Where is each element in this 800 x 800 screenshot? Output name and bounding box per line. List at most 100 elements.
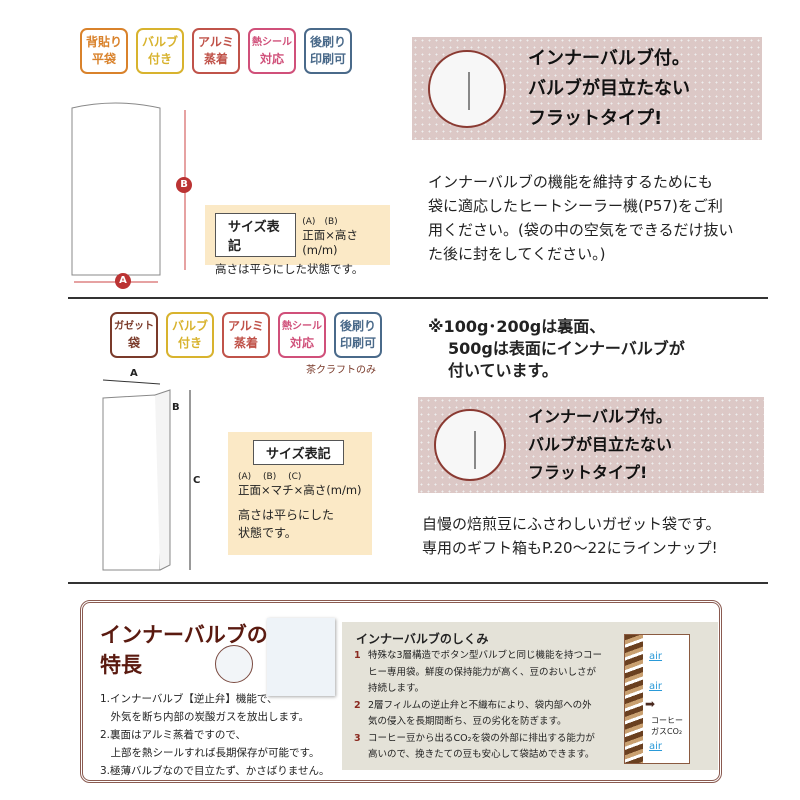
feature-item: 2.裏面はアルミ蒸着ですので、 <box>100 729 246 741</box>
banner-line: バルブが目立たない <box>528 435 673 454</box>
badge-line: 後刷り <box>309 35 346 49</box>
point-text: 気の侵入を長期間断ち、豆の劣化を防ぎます。 <box>368 716 567 727</box>
gas-label: ガスCO₂ <box>651 727 683 736</box>
divider <box>68 297 768 299</box>
badge-line: バルブ <box>141 35 178 49</box>
size-tag: サイズ表記 <box>253 440 344 465</box>
mechanism-point: 1 特殊な3層構造でボタン型バルブと同じ機能を持つコーヒー専用袋。鮮度の保持能力が… <box>354 648 614 698</box>
badge-line: 平袋 <box>91 52 116 66</box>
point-text: 高いので、挽きたての豆も安心して袋詰めできます。 <box>368 749 595 760</box>
badge-line: 後刷り <box>339 319 376 333</box>
feature-badges: ガゼット袋バルブ付きアルミ蒸着熱シール対応後刷り印刷可 <box>110 312 382 358</box>
badge-line: 印刷可 <box>339 336 376 350</box>
badge-line: 付き <box>147 52 172 66</box>
valve-position-notice: ※100g･200gは裏面、500gは表面にインナーバルブが付いています。 <box>428 316 685 382</box>
badge: バルブ付き <box>136 28 184 74</box>
badge: 熱シール対応 <box>278 312 326 358</box>
badge: 後刷り印刷可 <box>334 312 382 358</box>
size-labels: (A) (B) (C) <box>238 472 302 482</box>
dimension-b-label: B <box>172 402 180 413</box>
badge-line: 熱シール <box>282 321 322 332</box>
badge-line: 蒸着 <box>233 336 258 350</box>
size-notation-box: サイズ表記 (A) (B) (C) 正面×マチ×高さ(m/m) 高さは平らにした… <box>228 432 372 555</box>
feature-item: 1.インナーバルブ【逆止弁】機能で、 <box>100 693 278 705</box>
air-label: air <box>649 741 663 752</box>
valve-icon <box>428 49 506 128</box>
point-text: 2層フィルムの逆止弁と不織布により、袋内部への外 <box>368 699 592 711</box>
valve-zoom-icon <box>215 645 253 683</box>
valve-icon <box>434 409 506 481</box>
badge-line: 袋 <box>127 336 140 350</box>
badge: 熱シール対応 <box>248 28 296 74</box>
badge-line: 背貼り <box>85 35 122 49</box>
dimension-c-label: C <box>193 475 201 486</box>
text-line: 500gは表面にインナーバルブが <box>448 339 685 358</box>
banner-line: フラットタイプ! <box>528 107 663 129</box>
valve-banner: インナーバルブ付。バルブが目立たないフラットタイプ! <box>418 397 764 493</box>
text-line: た後に封をしてください。) <box>428 245 606 263</box>
banner-line: インナーバルブ付。 <box>528 47 690 69</box>
badge-line: 熱シール <box>252 37 292 48</box>
point-number: 2 <box>354 699 361 711</box>
text-line: 専用のギフト箱もP.20～22にラインナップ! <box>422 539 718 557</box>
text-line: 付いています。 <box>448 361 558 380</box>
divider <box>68 582 768 584</box>
valve-banner: インナーバルブ付。バルブが目立たないフラットタイプ! <box>412 37 762 140</box>
air-label: air <box>649 651 663 662</box>
dimension-b-label: B <box>176 177 192 193</box>
badge-note: 茶クラフトのみ <box>306 365 376 376</box>
point-number: 3 <box>354 732 361 744</box>
point-text: ヒー専用袋。鮮度の保持能力が高く、豆のおいしさが <box>368 666 597 678</box>
gusset-paragraph: 自慢の焙煎豆にふさわしいガゼット袋です。専用のギフト箱もP.20～22にラインナ… <box>422 512 721 560</box>
badge: バルブ付き <box>166 312 214 358</box>
badge-line: 対応 <box>259 52 284 66</box>
text-line: 用ください。(袋の中の空気をできるだけ抜い <box>428 221 734 239</box>
badge-line: 印刷可 <box>309 52 346 66</box>
size-tag: サイズ表記 <box>215 213 297 257</box>
size-note: 高さは平らにした状態です。 <box>215 262 364 276</box>
dimension-a-label: A <box>115 273 131 289</box>
mechanism-title: インナーバルブのしくみ <box>356 632 489 646</box>
text-line: 袋に適応したヒートシーラー機(P57)をご利 <box>428 197 723 215</box>
badge-line: 蒸着 <box>203 52 228 66</box>
badge-line: ガゼット <box>114 321 154 332</box>
dimension-a-label: A <box>130 368 138 379</box>
point-text: 持続します。 <box>368 683 425 694</box>
mechanism-panel: インナーバルブのしくみ 1 特殊な3層構造でボタン型バルブと同じ機能を持つコーヒー… <box>342 622 718 770</box>
flat-bag-diagram <box>71 102 186 283</box>
arrow-right-icon: ➡ <box>645 697 656 711</box>
title-line: インナーバルブの <box>100 623 268 647</box>
badge: ガゼット袋 <box>110 312 158 358</box>
badge: アルミ蒸着 <box>192 28 240 74</box>
size-notation-box: サイズ表記 (A) (B)正面×高さ(m/m) 高さは平らにした状態です。 <box>205 205 390 276</box>
coffee-beans-icon <box>625 635 643 763</box>
features-frame <box>80 600 722 783</box>
feature-item: 外気を断ち内部の炭酸ガスを放出します。 <box>100 711 309 723</box>
feature-item: 3.極薄バルブなので目立たず、かさばりません。 <box>100 765 330 777</box>
text-line: インナーバルブの機能を維持するためにも <box>428 173 713 191</box>
features-list: 1.インナーバルブ【逆止弁】機能で、 外気を断ち内部の炭酸ガスを放出します。 2.… <box>100 690 329 780</box>
feature-item: 上部を熱シールすれば長期保存が可能です。 <box>100 747 320 759</box>
title-line: 特長 <box>100 653 142 677</box>
badge-line: 付き <box>177 336 202 350</box>
badge: 背貼り平袋 <box>80 28 128 74</box>
size-formula: 正面×マチ×高さ(m/m) <box>238 483 362 497</box>
size-formula: 正面×高さ(m/m) <box>302 228 358 257</box>
air-label: air <box>649 681 663 692</box>
mechanism-diagram: air air ➡ コーヒーガスCO₂ air <box>624 634 690 764</box>
features-title: インナーバルブの特長 <box>100 620 268 680</box>
banner-line: バルブが目立たない <box>528 77 690 99</box>
point-text: 特殊な3層構造でボタン型バルブと同じ機能を持つコー <box>368 650 603 661</box>
size-note: 高さは平らにした <box>238 508 335 522</box>
badge-line: バルブ <box>171 319 208 333</box>
point-number: 1 <box>354 650 361 661</box>
gas-label: コーヒー <box>651 716 683 725</box>
badge: 後刷り印刷可 <box>304 28 352 74</box>
badge: アルミ蒸着 <box>222 312 270 358</box>
banner-line: インナーバルブ付。 <box>528 407 672 426</box>
badge-line: 対応 <box>289 336 314 350</box>
badge-line: アルミ <box>228 319 264 333</box>
bag-photo <box>267 618 335 696</box>
feature-badges: 背貼り平袋バルブ付きアルミ蒸着熱シール対応後刷り印刷可 <box>80 28 352 74</box>
